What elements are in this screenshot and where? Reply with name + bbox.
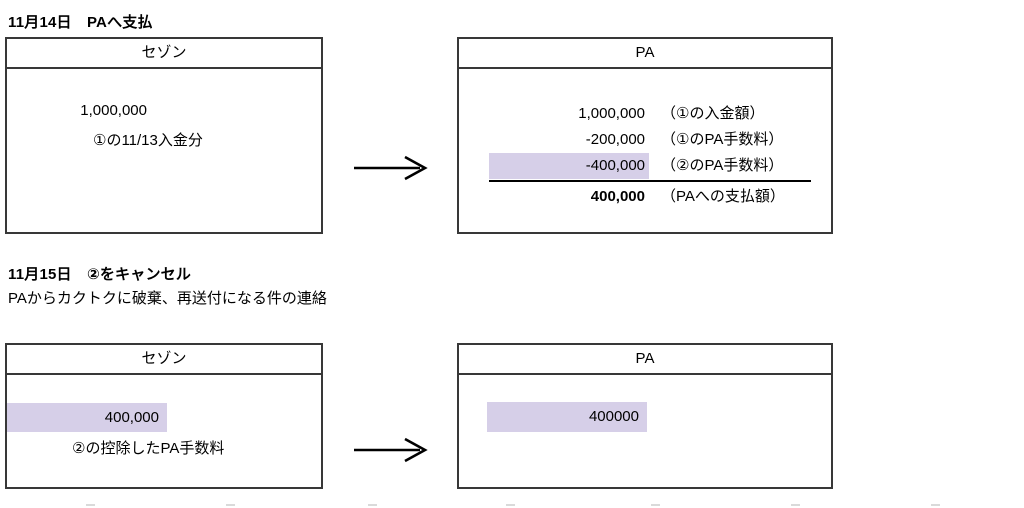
ledger-note: （①のPA手数料）: [661, 131, 784, 148]
gridline-tick: [368, 504, 377, 506]
ledger-amount: 1,000,000: [578, 105, 645, 122]
section2-saison-box-header: セゾン: [7, 345, 321, 375]
section1-pa-box-header: PA: [459, 39, 831, 69]
ledger-row: 1,000,000 （①の入金額）: [489, 101, 785, 127]
ledger-note: （②のPA手数料）: [661, 157, 784, 174]
gridline-tick: [651, 504, 660, 506]
section2-saison-box: セゾン 400,000 ②の控除したPA手数料: [5, 343, 323, 489]
section1-saison-note: ①の11/13入金分: [93, 132, 203, 149]
ledger-amount: -200,000: [585, 131, 645, 148]
ledger-total-row: 400,000 （PAへの支払額）: [489, 184, 785, 210]
flow-right-arrow-icon: [354, 437, 428, 463]
section2-title: 11月15日 ②をキャンセル: [8, 266, 192, 283]
section2-pa-box-header: PA: [459, 345, 831, 375]
gridline-tick: [226, 504, 235, 506]
section2-pa-amount-highlighted: 400000: [487, 402, 647, 432]
gridline-tick: [931, 504, 940, 506]
ledger-row: -200,000 （①のPA手数料）: [489, 127, 785, 153]
gridline-tick: [506, 504, 515, 506]
ledger-total-note: （PAへの支払額）: [661, 188, 785, 205]
section2-pa-box: PA 400000: [457, 343, 833, 489]
section2-saison-note: ②の控除したPA手数料: [72, 440, 225, 457]
sum-rule-line: [489, 180, 811, 182]
section1-saison-box: セゾン 1,000,000 ①の11/13入金分: [5, 37, 323, 234]
ledger-amount-highlighted: -400,000: [489, 153, 649, 179]
ledger-total-amount: 400,000: [590, 188, 645, 205]
ledger-note: （①の入金額）: [661, 105, 765, 122]
section1-pa-ledger: 1,000,000 （①の入金額） -200,000 （①のPA手数料） -40…: [489, 101, 785, 210]
section1-pa-box: PA 1,000,000 （①の入金額） -200,000 （①のPA手数料） …: [457, 37, 833, 234]
section2-subtitle: PAからカクトクに破棄、再送付になる件の連絡: [8, 290, 327, 307]
section1-title: 11月14日 PAへ支払: [8, 14, 153, 31]
flow-right-arrow-icon: [354, 155, 428, 181]
gridline-tick: [791, 504, 800, 506]
section1-saison-box-header: セゾン: [7, 39, 321, 69]
section2-saison-amount-highlighted: 400,000: [7, 403, 167, 432]
section1-saison-amount: 1,000,000: [80, 102, 147, 119]
gridline-tick: [86, 504, 95, 506]
ledger-row-highlighted: -400,000 （②のPA手数料）: [489, 153, 785, 179]
